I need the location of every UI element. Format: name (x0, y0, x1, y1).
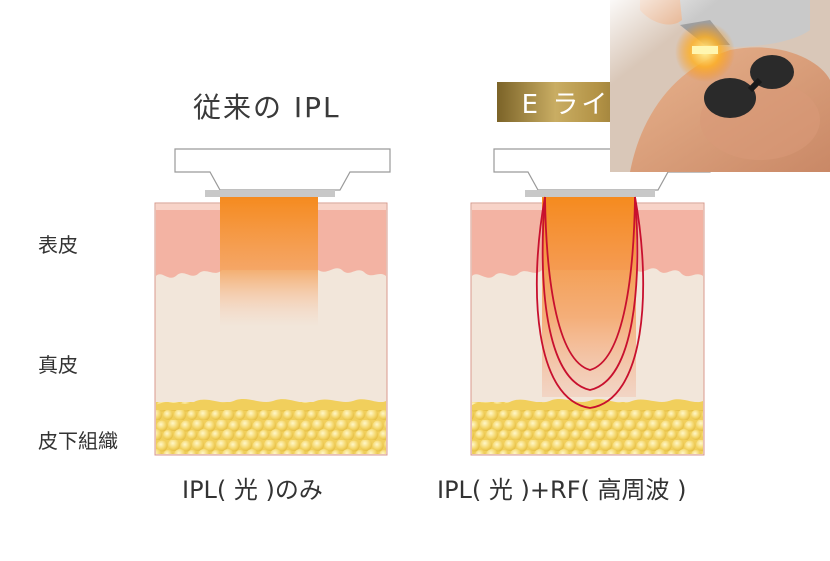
treatment-photo-drawing (610, 0, 830, 172)
fat-layer-left (156, 402, 386, 454)
label-dermis: 真皮 (38, 353, 78, 377)
label-epidermis: 表皮 (38, 233, 78, 257)
fat-layer-right (472, 402, 703, 454)
rf-arc-middle (541, 196, 639, 391)
diagram-e-light (470, 148, 711, 456)
applicator-window-left (205, 190, 335, 197)
applicator-window-right (525, 190, 655, 197)
caption-ipl-rf: IPL( 光 )+RF( 高周波 ) (437, 476, 687, 504)
caption-ipl-only: IPL( 光 )のみ (182, 476, 323, 504)
ipl-treatment-photo (610, 0, 830, 172)
rf-arc-inner (544, 196, 636, 371)
light-beam-left (220, 197, 318, 327)
title-conventional-ipl: 従来の IPL (193, 91, 341, 124)
diagram-conventional-ipl (154, 148, 391, 456)
ipl-applicator-left (174, 148, 391, 191)
label-subcutaneous: 皮下組織 (38, 429, 118, 453)
light-beam-right (542, 197, 636, 397)
rf-arc-outer (535, 196, 645, 409)
